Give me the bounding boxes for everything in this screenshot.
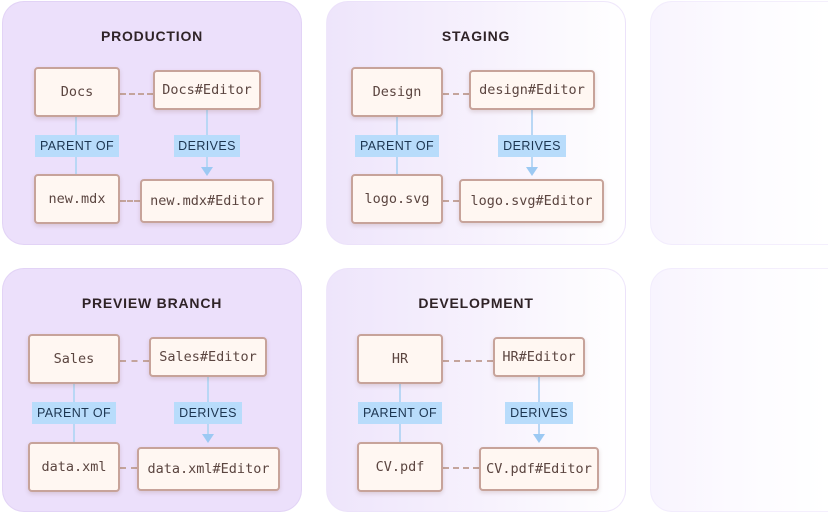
child-node[interactable]: CV.pdf bbox=[357, 442, 443, 492]
environment-panel-production: PRODUCTION Docs Docs#Editor PARENT OF DE… bbox=[2, 1, 302, 245]
parent-editor-node[interactable]: Docs#Editor bbox=[153, 70, 261, 110]
derives-label: DERIVES bbox=[174, 402, 242, 424]
dashed-link bbox=[443, 360, 493, 362]
dashed-link bbox=[443, 200, 459, 202]
environment-panel-staging: STAGING Design design#Editor PARENT OF D… bbox=[326, 1, 626, 245]
parent-editor-node[interactable]: Sales#Editor bbox=[149, 337, 267, 377]
parent-of-label: PARENT OF bbox=[358, 402, 442, 424]
environment-panel-development: DEVELOPMENT HR HR#Editor PARENT OF DERIV… bbox=[326, 268, 626, 512]
arrow-down-icon bbox=[533, 434, 545, 443]
parent-editor-node[interactable]: HR#Editor bbox=[493, 337, 585, 377]
derives-label: DERIVES bbox=[498, 135, 566, 157]
dashed-link bbox=[443, 93, 469, 95]
arrow-down-icon bbox=[201, 167, 213, 176]
dashed-link bbox=[120, 467, 137, 469]
panel-title: PRODUCTION bbox=[100, 28, 204, 44]
child-editor-node[interactable]: new.mdx#Editor bbox=[140, 179, 274, 223]
panel-title: PREVIEW BRANCH bbox=[81, 295, 223, 311]
parent-of-label: PARENT OF bbox=[32, 402, 116, 424]
panel-title: STAGING bbox=[441, 28, 511, 44]
child-node[interactable]: new.mdx bbox=[34, 174, 120, 224]
parent-of-label: PARENT OF bbox=[35, 135, 119, 157]
empty-panel bbox=[650, 268, 828, 512]
parent-node[interactable]: Sales bbox=[28, 334, 120, 384]
dashed-link bbox=[443, 467, 479, 469]
arrow-down-icon bbox=[526, 167, 538, 176]
child-editor-node[interactable]: logo.svg#Editor bbox=[459, 179, 604, 223]
parent-node[interactable]: Design bbox=[351, 67, 443, 117]
parent-node[interactable]: HR bbox=[357, 334, 443, 384]
child-node[interactable]: data.xml bbox=[28, 442, 120, 492]
child-editor-node[interactable]: data.xml#Editor bbox=[137, 447, 280, 491]
derives-label: DERIVES bbox=[174, 135, 240, 157]
parent-of-label: PARENT OF bbox=[355, 135, 439, 157]
environment-panel-preview-branch: PREVIEW BRANCH Sales Sales#Editor PARENT… bbox=[2, 268, 302, 512]
empty-panel bbox=[650, 1, 828, 245]
dashed-link bbox=[120, 200, 140, 202]
dashed-link bbox=[120, 93, 153, 95]
child-editor-node[interactable]: CV.pdf#Editor bbox=[479, 447, 599, 491]
parent-node[interactable]: Docs bbox=[34, 67, 120, 117]
panel-title: DEVELOPMENT bbox=[418, 295, 534, 311]
child-node[interactable]: logo.svg bbox=[351, 174, 443, 224]
arrow-down-icon bbox=[202, 434, 214, 443]
dashed-link bbox=[120, 360, 149, 362]
derives-label: DERIVES bbox=[505, 402, 573, 424]
parent-editor-node[interactable]: design#Editor bbox=[469, 70, 595, 110]
